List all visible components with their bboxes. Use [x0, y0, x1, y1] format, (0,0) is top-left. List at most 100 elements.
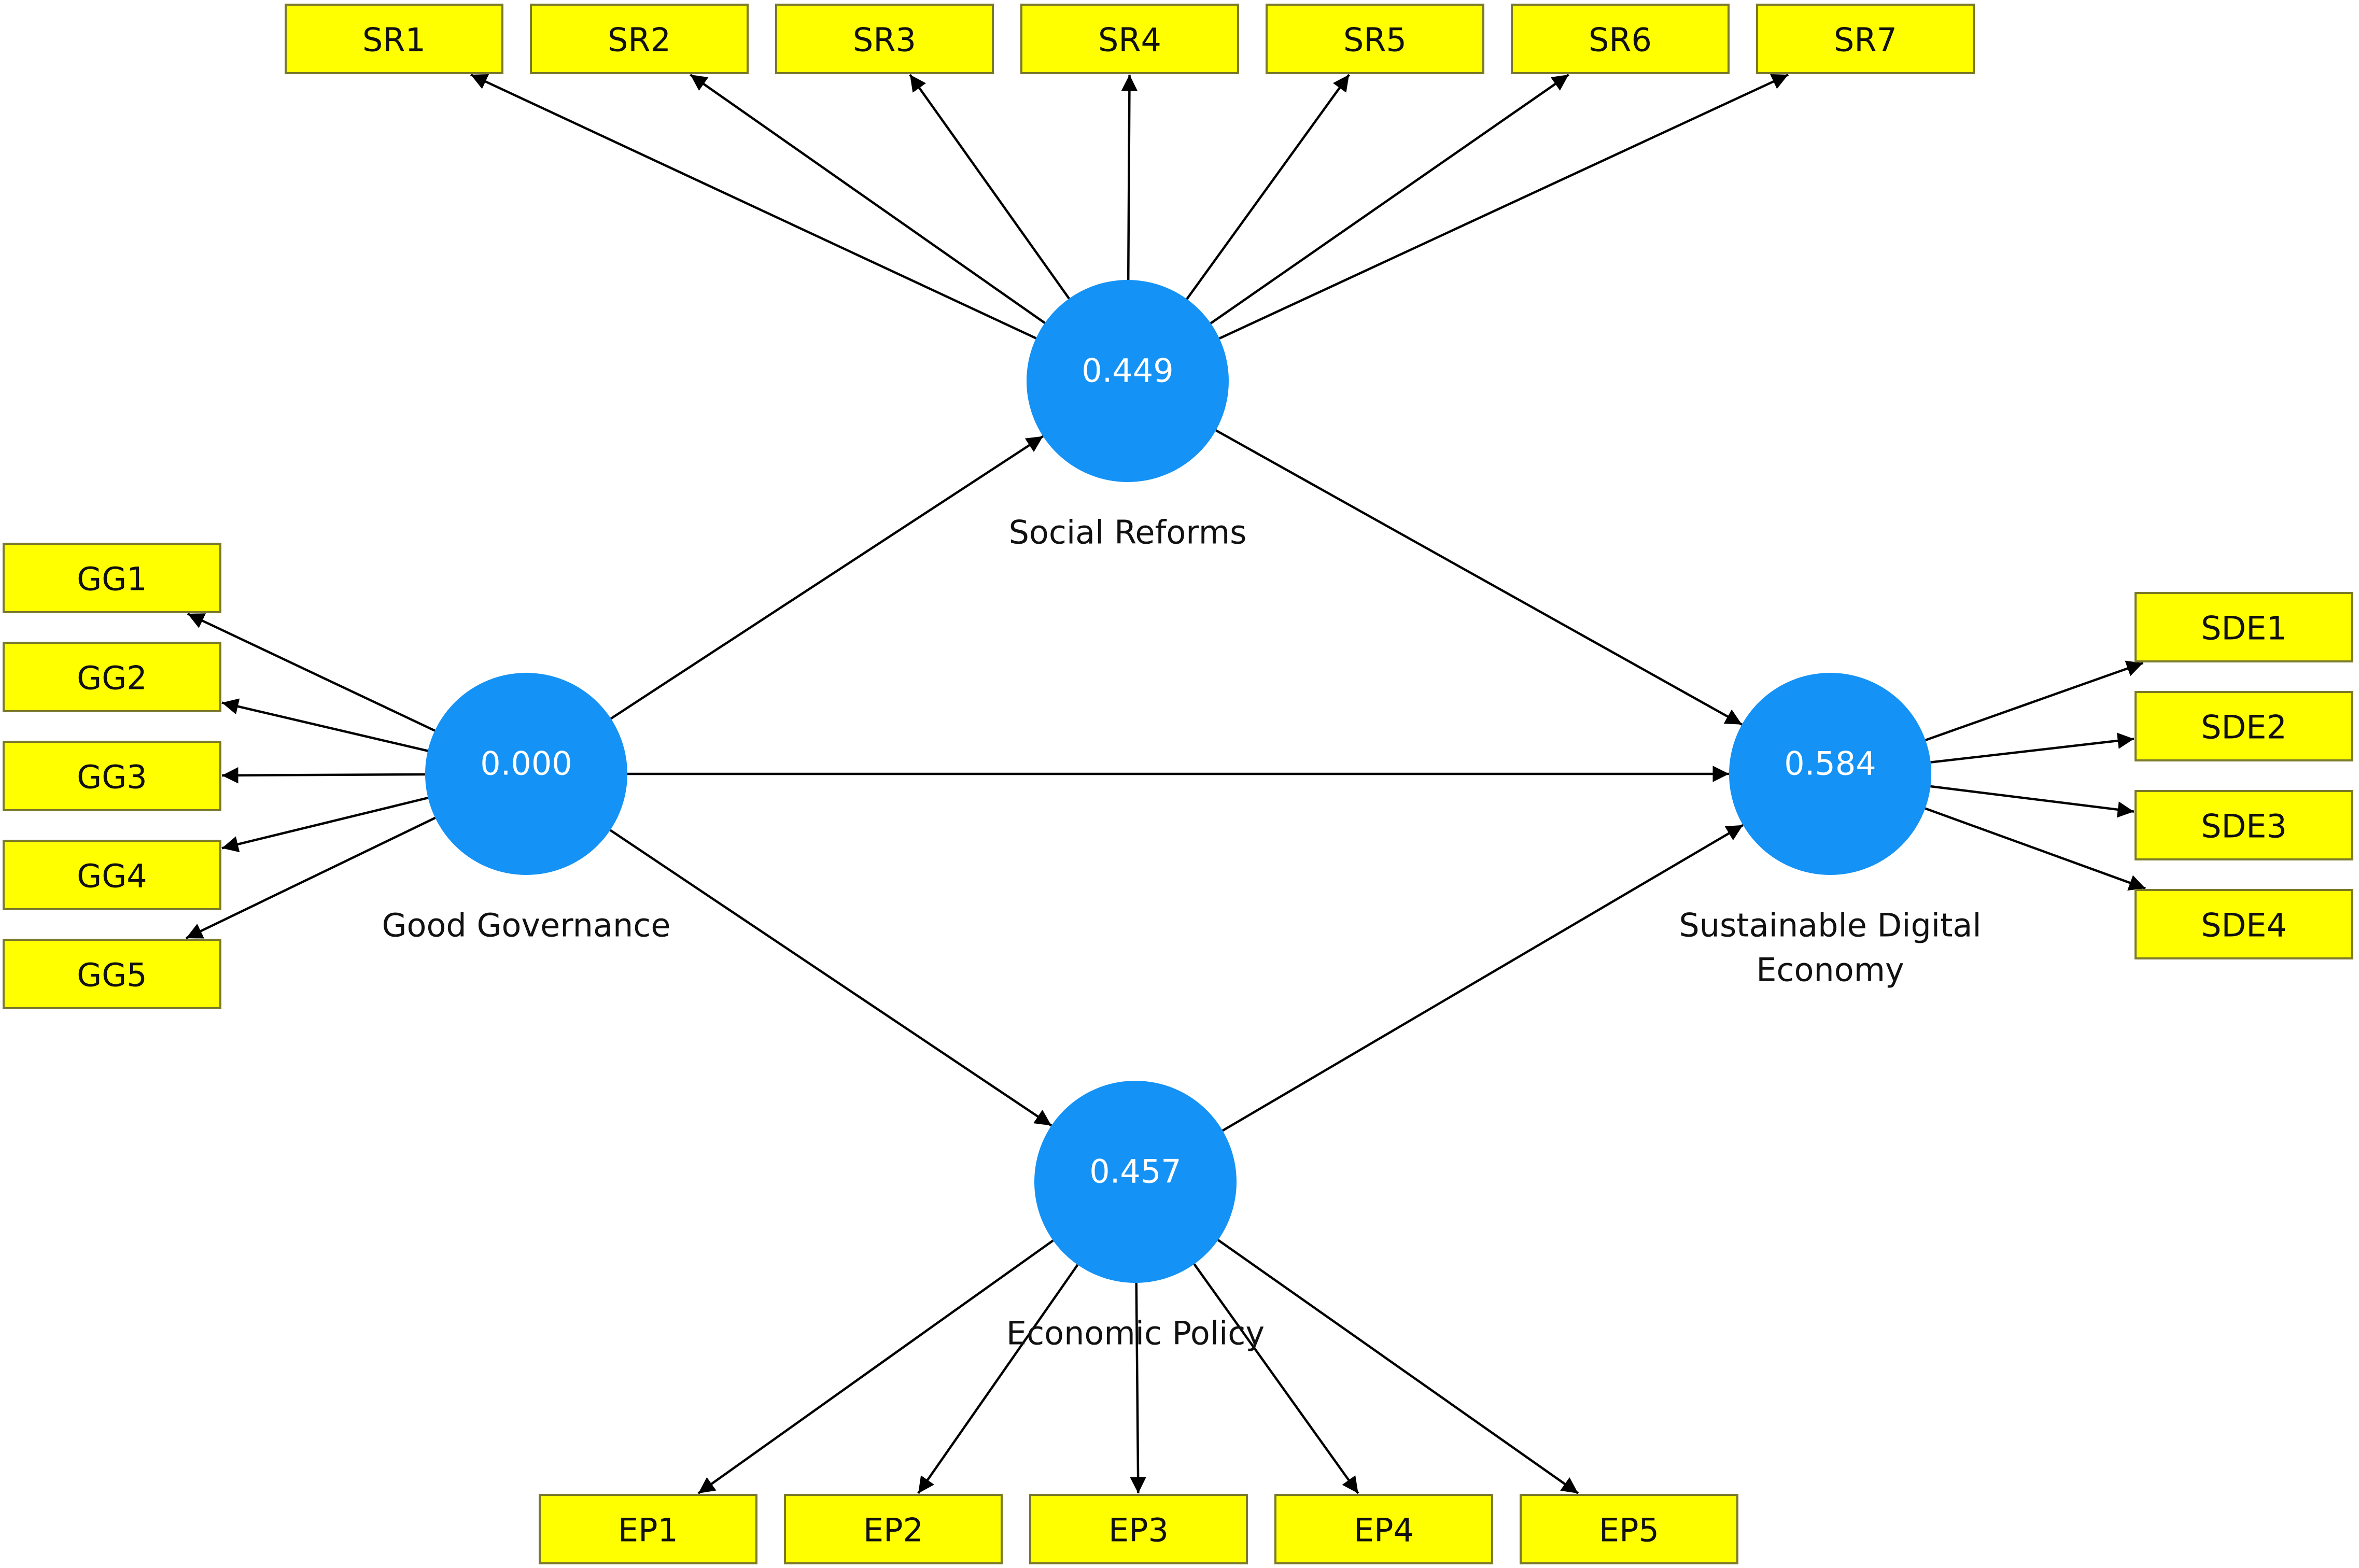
- indicator-gg1[interactable]: GG1: [3, 543, 221, 613]
- indicator-box[interactable]: [3, 840, 221, 910]
- indicator-box[interactable]: [2135, 592, 2353, 662]
- indicator-gg3[interactable]: GG3: [3, 741, 221, 811]
- indicator-gg2[interactable]: GG2: [3, 642, 221, 712]
- loading-arrow-sde1: [1925, 660, 2144, 741]
- indicator-box[interactable]: [775, 4, 994, 74]
- indicator-ep2[interactable]: EP2: [784, 1494, 1003, 1564]
- indicator-box[interactable]: [784, 1494, 1003, 1564]
- indicator-sr7[interactable]: SR7: [1756, 4, 1975, 74]
- loading-arrow-sde2: [1930, 732, 2135, 764]
- indicator-label: SR2: [608, 21, 671, 59]
- indicator-label: GG1: [77, 560, 147, 598]
- loading-arrow-gg3: [221, 767, 426, 784]
- construct-label: Sustainable Digital: [1679, 907, 1981, 944]
- indicator-label: GG4: [77, 857, 147, 895]
- indicator-sr6[interactable]: SR6: [1511, 4, 1730, 74]
- indicator-label: GG2: [77, 659, 147, 697]
- indicator-label: SDE2: [2201, 709, 2287, 746]
- indicator-box[interactable]: [3, 741, 221, 811]
- indicator-label: SR4: [1098, 21, 1161, 59]
- indicator-box[interactable]: [539, 1494, 757, 1564]
- path-gg-to-ep: [609, 829, 1052, 1127]
- loading-arrow-sr1: [470, 73, 1037, 340]
- indicator-label: EP2: [863, 1512, 923, 1549]
- indicator-ep5[interactable]: EP5: [1520, 1494, 1738, 1564]
- indicator-ep4[interactable]: EP4: [1274, 1494, 1493, 1564]
- indicator-box[interactable]: [1274, 1494, 1493, 1564]
- indicator-label: SR6: [1589, 21, 1652, 59]
- loading-arrow-gg1: [187, 612, 436, 732]
- loading-arrow-gg4: [221, 797, 429, 853]
- construct-label: Social Reforms: [1009, 514, 1247, 552]
- loading-arrow-ep5: [1217, 1239, 1579, 1494]
- loading-arrow-sr3: [909, 74, 1070, 300]
- indicator-box[interactable]: [1029, 1494, 1248, 1564]
- edges-layer: [185, 73, 2146, 1494]
- indicator-label: GG5: [77, 956, 147, 994]
- loading-arrow-sr7: [1218, 73, 1789, 340]
- indicator-box[interactable]: [3, 642, 221, 712]
- r-squared-value: 0.000: [480, 745, 572, 783]
- indicator-box[interactable]: [1511, 4, 1730, 74]
- indicator-box[interactable]: [1756, 4, 1975, 74]
- indicator-sr3[interactable]: SR3: [775, 4, 994, 74]
- indicator-box[interactable]: [1266, 4, 1484, 74]
- indicator-label: EP4: [1354, 1512, 1414, 1549]
- indicator-sr4[interactable]: SR4: [1020, 4, 1239, 74]
- indicator-sde3[interactable]: SDE3: [2135, 790, 2353, 860]
- r-squared-value: 0.449: [1082, 352, 1174, 390]
- indicator-box[interactable]: [3, 939, 221, 1009]
- indicator-box[interactable]: [1020, 4, 1239, 74]
- loading-arrow-ep1: [697, 1239, 1054, 1494]
- indicator-gg5[interactable]: GG5: [3, 939, 221, 1009]
- indicator-box[interactable]: [2135, 691, 2353, 761]
- indicator-sr5[interactable]: SR5: [1266, 4, 1484, 74]
- indicator-label: SR7: [1834, 21, 1897, 59]
- loading-arrow-sr5: [1186, 74, 1350, 300]
- indicator-gg4[interactable]: GG4: [3, 840, 221, 910]
- indicator-sde2[interactable]: SDE2: [2135, 691, 2353, 761]
- indicator-box[interactable]: [285, 4, 503, 74]
- indicator-box[interactable]: [1520, 1494, 1738, 1564]
- indicator-label: EP3: [1108, 1512, 1169, 1549]
- construct-label: Economic Policy: [1006, 1315, 1265, 1352]
- loading-arrow-gg2: [221, 698, 428, 752]
- loading-arrow-sr2: [690, 74, 1046, 324]
- path-gg-to-sr: [610, 435, 1044, 720]
- loading-arrow-sr4: [1121, 74, 1138, 280]
- indicator-label: SDE3: [2201, 808, 2287, 845]
- indicator-ep3[interactable]: EP3: [1029, 1494, 1248, 1564]
- indicator-label: GG3: [77, 758, 147, 796]
- indicator-ep1[interactable]: EP1: [539, 1494, 757, 1564]
- indicator-sde4[interactable]: SDE4: [2135, 889, 2353, 959]
- r-squared-value: 0.584: [1784, 745, 1876, 783]
- construct-circle[interactable]: [1027, 280, 1229, 482]
- loading-arrow-ep3: [1130, 1282, 1146, 1494]
- indicator-sde1[interactable]: SDE1: [2135, 592, 2353, 662]
- indicator-box[interactable]: [3, 543, 221, 613]
- construct-circle[interactable]: [425, 673, 627, 875]
- loading-arrow-ep2: [917, 1264, 1079, 1494]
- indicator-box[interactable]: [2135, 790, 2353, 860]
- indicator-box[interactable]: [530, 4, 749, 74]
- construct-circle[interactable]: [1034, 1081, 1237, 1283]
- construct-label: Good Governance: [382, 907, 670, 944]
- loading-arrow-sr6: [1210, 74, 1569, 324]
- indicator-sr2[interactable]: SR2: [530, 4, 749, 74]
- loading-arrow-ep4: [1193, 1263, 1359, 1494]
- loading-arrow-sde4: [1925, 807, 2146, 891]
- path-sr-to-sde: [1215, 429, 1743, 726]
- indicator-label: SDE1: [2201, 610, 2287, 647]
- indicator-box[interactable]: [2135, 889, 2353, 959]
- construct-circle[interactable]: [1729, 673, 1931, 875]
- indicator-label: SR3: [853, 21, 916, 59]
- construct-label: Economy: [1756, 951, 1904, 989]
- path-ep-to-sde: [1222, 824, 1744, 1132]
- indicator-sr1[interactable]: SR1: [285, 4, 503, 74]
